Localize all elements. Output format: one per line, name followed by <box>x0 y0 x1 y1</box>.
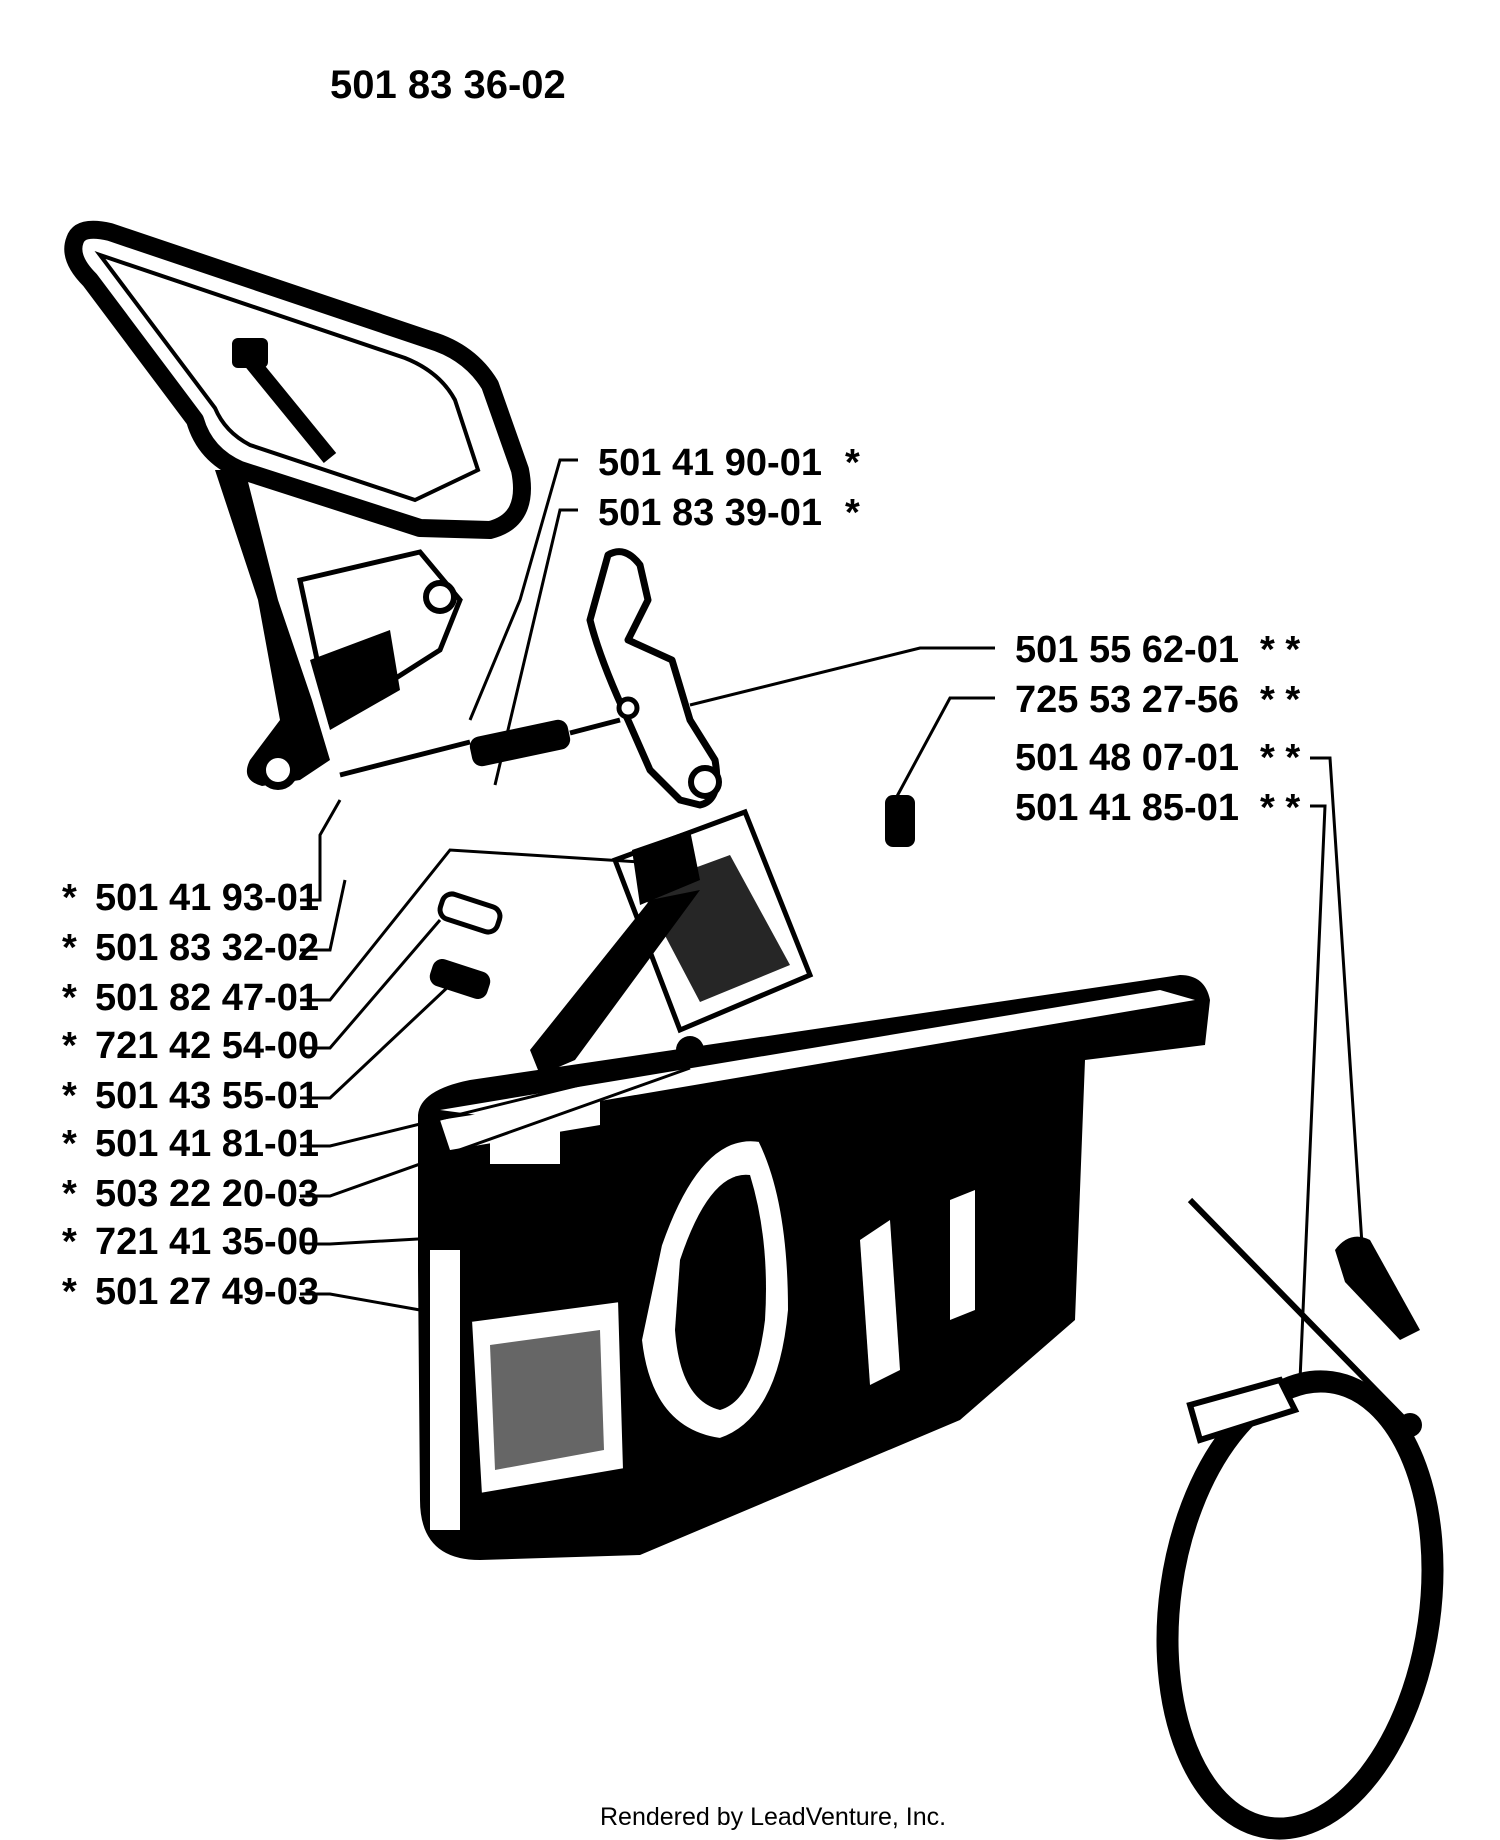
part-labels-right: 501 41 90-01 * 501 83 39-01 * 501 55 62-… <box>598 442 1300 829</box>
part-asterisk: * <box>62 1173 77 1215</box>
part-number-label: 721 41 35-00 <box>95 1221 319 1263</box>
part-number-label: 501 43 55-01 <box>95 1075 319 1117</box>
part-number-label: 501 48 07-01 <box>1015 737 1239 779</box>
part-number-label: 721 42 54-00 <box>95 1025 319 1067</box>
screw <box>885 795 915 847</box>
part-asterisk: * <box>62 927 77 969</box>
part-asterisk: * <box>62 877 77 919</box>
part-number-label: 501 83 39-01 <box>598 492 822 534</box>
part-asterisk: * <box>845 442 860 484</box>
brake-spring <box>339 717 621 778</box>
part-labels-left: * 501 41 93-01 * 501 83 32-02 * 501 82 4… <box>62 877 319 1313</box>
clutch-cover <box>418 975 1210 1560</box>
part-number-label: 501 41 85-01 <box>1015 787 1239 829</box>
part-number-label: 501 41 90-01 <box>598 442 822 484</box>
part-asterisk: * <box>845 492 860 534</box>
leader-lines-left <box>300 799 691 1312</box>
part-number-label: 501 41 93-01 <box>95 877 319 919</box>
part-number-label: 501 82 47-01 <box>95 977 319 1019</box>
hand-guard <box>64 220 531 790</box>
part-asterisk: * <box>62 1025 77 1067</box>
brake-band <box>1156 1197 1444 1840</box>
part-number-label: 501 27 49-03 <box>95 1271 319 1313</box>
part-number-label: 501 55 62-01 <box>1015 629 1239 671</box>
part-asterisk: * * <box>1260 787 1300 829</box>
assembly-title: 501 83 36-02 <box>330 63 566 107</box>
part-asterisk: * <box>62 977 77 1019</box>
part-asterisk: * * <box>1260 679 1300 721</box>
part-asterisk: * * <box>1260 629 1300 671</box>
part-asterisk: * <box>62 1271 77 1313</box>
part-number-label: 725 53 27-56 <box>1015 679 1239 721</box>
footer-credit: Rendered by LeadVenture, Inc. <box>600 1803 946 1831</box>
leader-lines-right <box>468 458 1367 1381</box>
brake-lever <box>586 548 722 809</box>
part-asterisk: * <box>62 1123 77 1165</box>
part-asterisk: * <box>62 1075 77 1117</box>
part-asterisk: * <box>62 1221 77 1263</box>
part-asterisk: * * <box>1260 737 1300 779</box>
part-number-label: 503 22 20-03 <box>95 1173 319 1215</box>
part-number-label: 501 41 81-01 <box>95 1123 319 1165</box>
part-number-label: 501 83 32-02 <box>95 927 319 969</box>
